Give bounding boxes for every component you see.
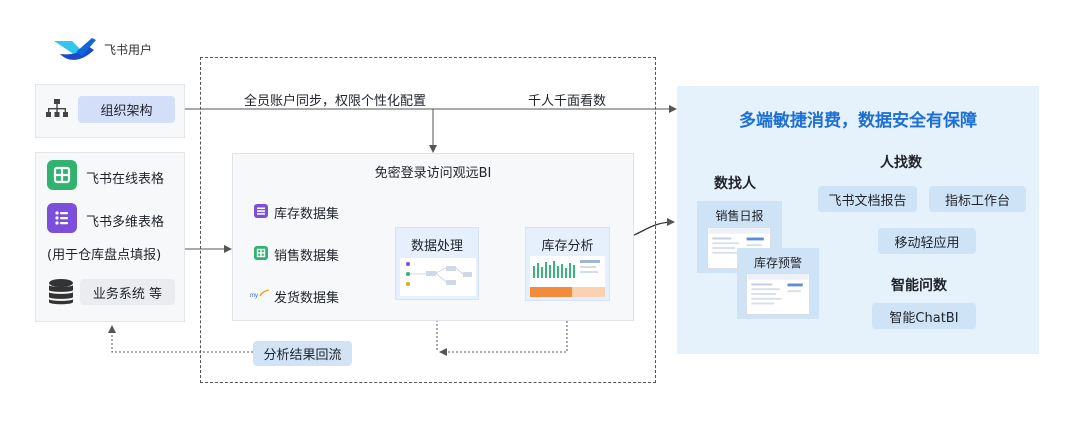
processing-flow-thumbnail-icon	[400, 258, 476, 296]
inventory-analysis-title: 库存分析	[541, 239, 594, 254]
people-find-data-title: 人找数	[880, 155, 922, 171]
shipping-dataset-label: 发货数据集	[274, 291, 340, 306]
data-finds-people-title: 数找人	[714, 176, 756, 192]
inventory-dataset-icon	[254, 204, 268, 218]
inventory-alert-screen-icon	[746, 273, 810, 315]
inventory-alert-label: 库存预警	[753, 256, 802, 270]
org-chart-icon	[46, 99, 68, 117]
feishu-logo-icon	[54, 38, 96, 60]
sales-daily-report-label: 销售日报	[715, 209, 764, 223]
personalized-view-label: 千人千面看数	[528, 94, 607, 109]
inventory-alert-card: 库存预警	[737, 248, 819, 319]
org-structure-pill: 组织架构	[78, 96, 175, 123]
shipping-dataset-icon: my	[250, 289, 270, 299]
sales-dataset-icon	[254, 246, 268, 260]
smart-chatbi-tag: 智能ChatBI	[872, 303, 976, 329]
bi-platform-dashed-frame	[200, 57, 656, 383]
multi-sheet-note: (用于仓库盘点填报)	[47, 248, 162, 263]
online-sheet-icon	[47, 160, 77, 190]
data-processing-title: 数据处理	[410, 239, 463, 254]
bi-title: 免密登录访问观远BI	[374, 166, 492, 181]
inventory-dataset-label: 库存数据集	[274, 207, 340, 222]
online-sheet-label: 飞书在线表格	[86, 172, 165, 187]
analysis-dashboard-thumbnail-icon	[530, 256, 605, 297]
sync-label: 全员账户同步，权限个性化配置	[244, 94, 427, 109]
multi-sheet-label: 飞书多维表格	[86, 215, 165, 230]
brand-name: 飞书用户	[104, 43, 153, 57]
business-system-pill: 业务系统 等	[80, 279, 175, 305]
sales-dataset-label: 销售数据集	[274, 249, 340, 264]
feedback-pill: 分析结果回流	[253, 341, 352, 366]
smart-qa-title: 智能问数	[891, 278, 947, 294]
metrics-workbench-tag: 指标工作台	[929, 186, 1026, 212]
multi-sheet-icon	[47, 203, 77, 233]
feedback-to-sources-dotted	[108, 325, 253, 353]
svg-text:my: my	[250, 293, 258, 299]
feishu-doc-report-tag: 飞书文档报告	[818, 186, 917, 212]
consumption-title: 多端敏捷消费，数据安全有保障	[739, 111, 977, 131]
database-icon	[49, 279, 73, 305]
mobile-light-app-tag: 移动轻应用	[878, 228, 976, 254]
